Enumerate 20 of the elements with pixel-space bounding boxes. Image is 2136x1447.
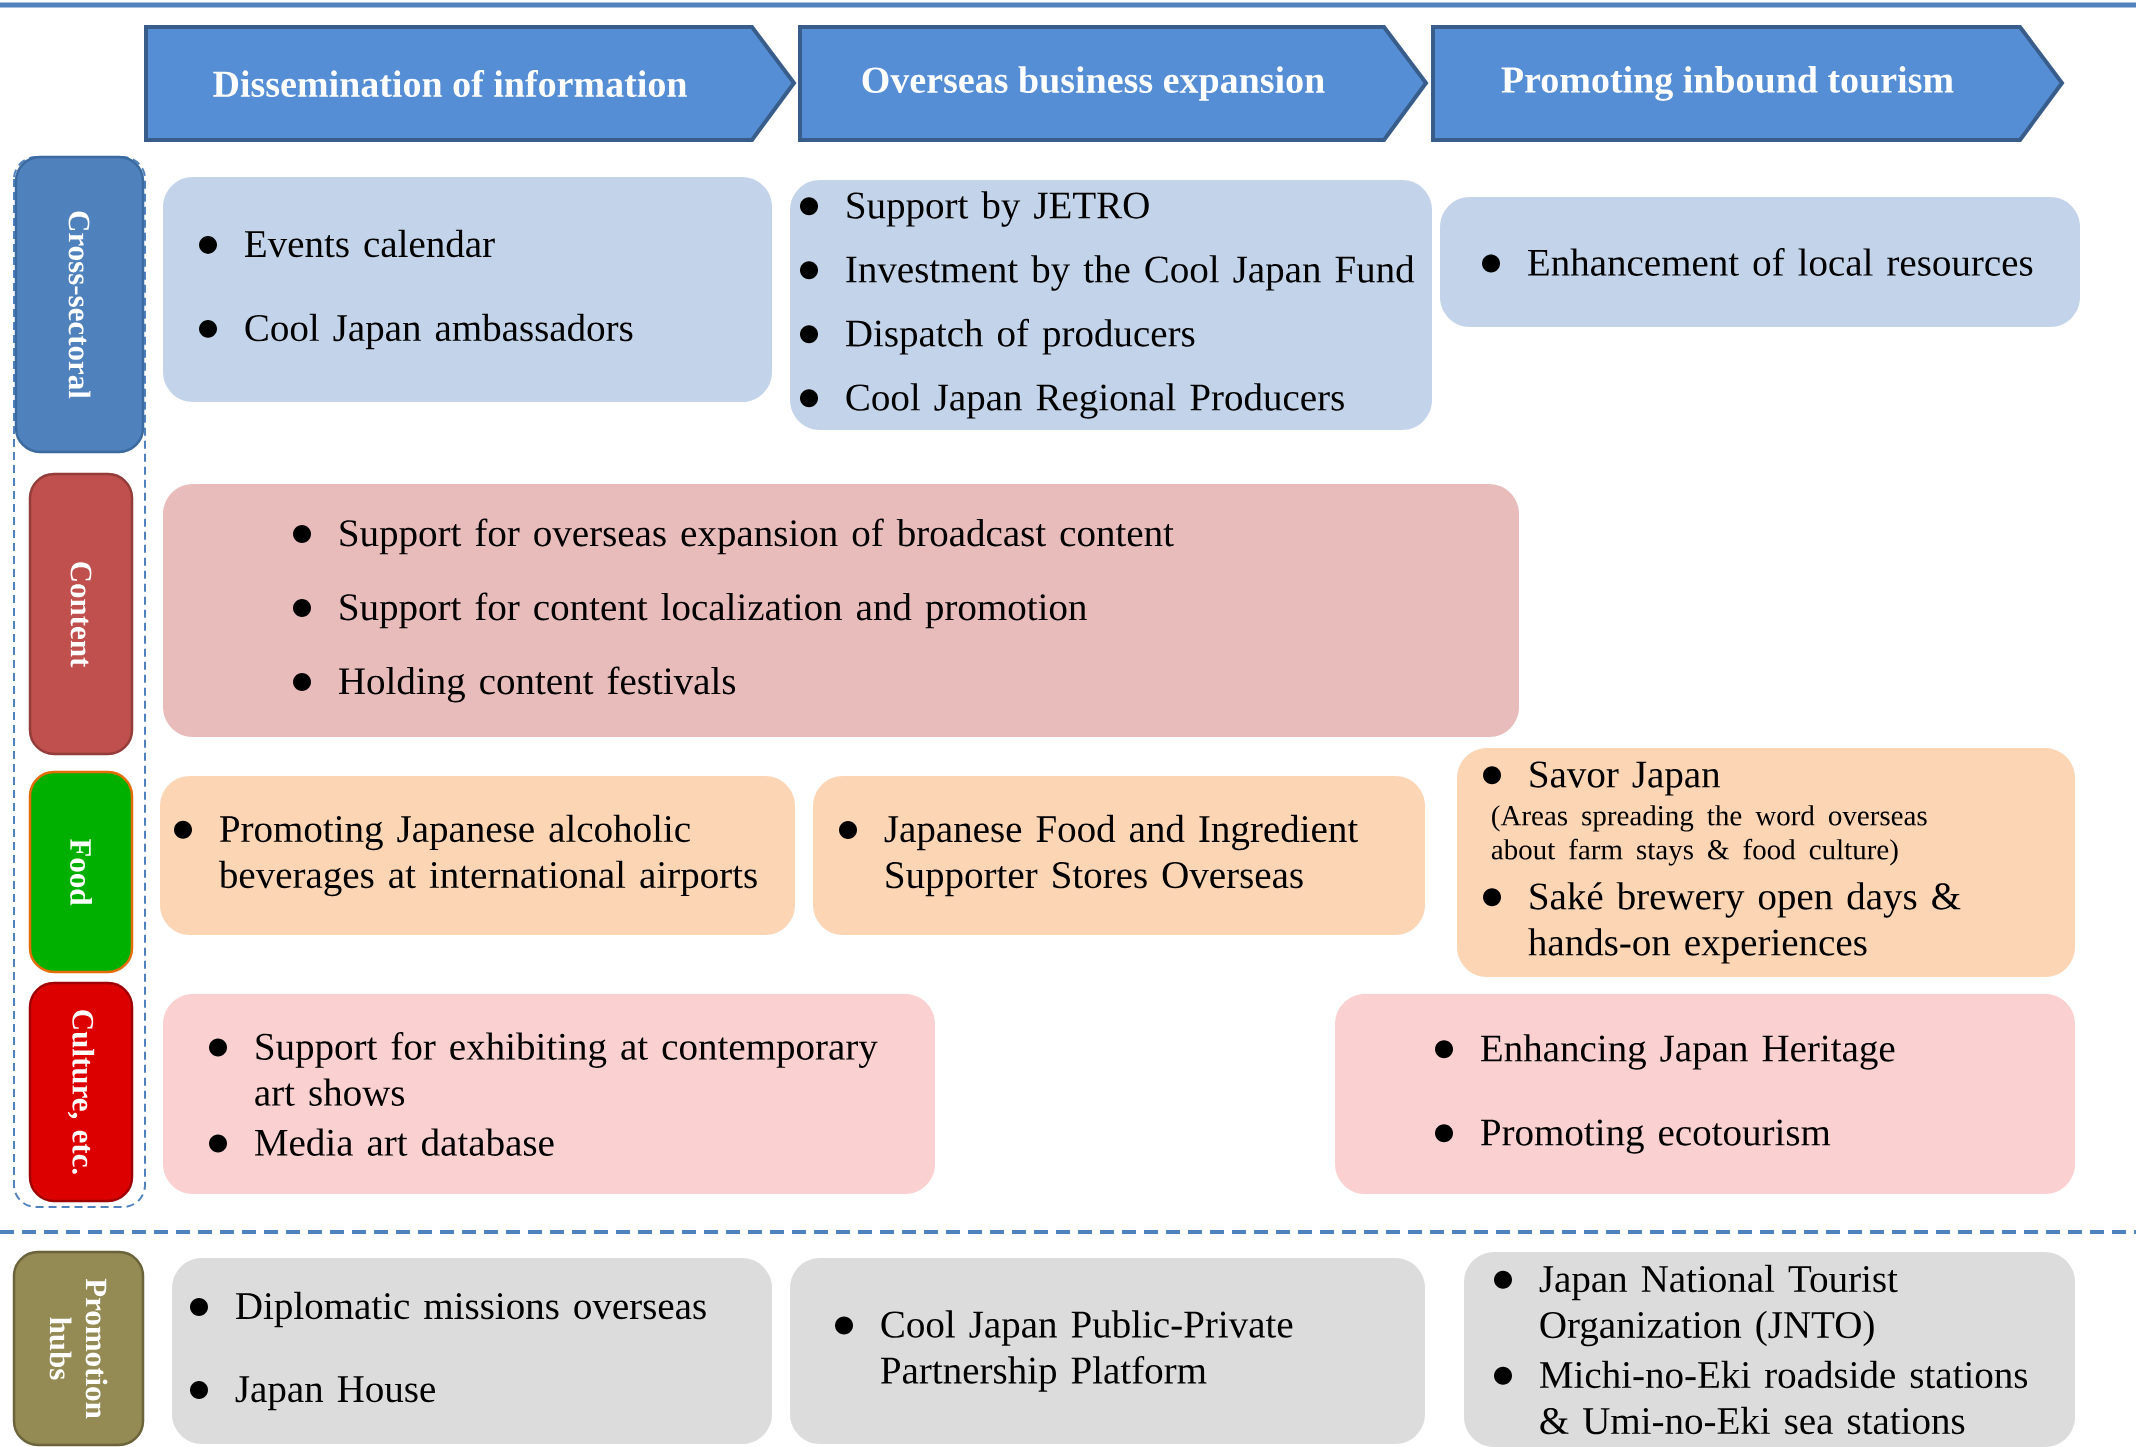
category-tab: Culture, etc. (28, 981, 134, 1203)
content-box: Promoting Japanese alcoholic beverages at international airports (160, 776, 795, 935)
content-box: Events calendar Cool Japan ambassadors (163, 177, 772, 402)
header-banner: Overseas business expansion (798, 25, 1429, 142)
content-box: Enhancing Japan Heritage Promoting ecotourism (1335, 994, 2075, 1194)
header-banner: Promoting inbound tourism (1431, 25, 2065, 142)
content-box: Savor Japan (Areas spreading the word overseas about farm stays & food culture) Saké brewery open days & hands-on experiences (1457, 748, 2075, 977)
category-tab: Cross-sectoral (14, 155, 145, 454)
content-box: Cool Japan Public-Private Partnership Platform (790, 1258, 1425, 1444)
category-tab: Food (28, 770, 134, 974)
content-box: Japanese Food and Ingredient Supporter Stores Overseas (813, 776, 1425, 935)
header-banner: Dissemination of information (144, 25, 797, 142)
category-tab: Promotion hubs (12, 1250, 145, 1447)
content-box: Support for overseas expansion of broadcast content Support for content localization and promotion Holding content festivals (163, 484, 1519, 737)
content-box: Japan National Tourist Organization (JNTO) Michi-no-Eki roadside stations & Umi-no-Eki sea stations (1464, 1252, 2075, 1447)
content-box: Diplomatic missions overseas Japan House (172, 1258, 772, 1444)
content-box: Support by JETRO Investment by the Cool Japan Fund Dispatch of producers Cool Japan Regional Producers (790, 180, 1432, 430)
category-tab: Content (28, 472, 134, 756)
content-box: Support for exhibiting at contemporary art shows Media art database (163, 994, 935, 1194)
content-box: Enhancement of local resources (1440, 197, 2080, 327)
